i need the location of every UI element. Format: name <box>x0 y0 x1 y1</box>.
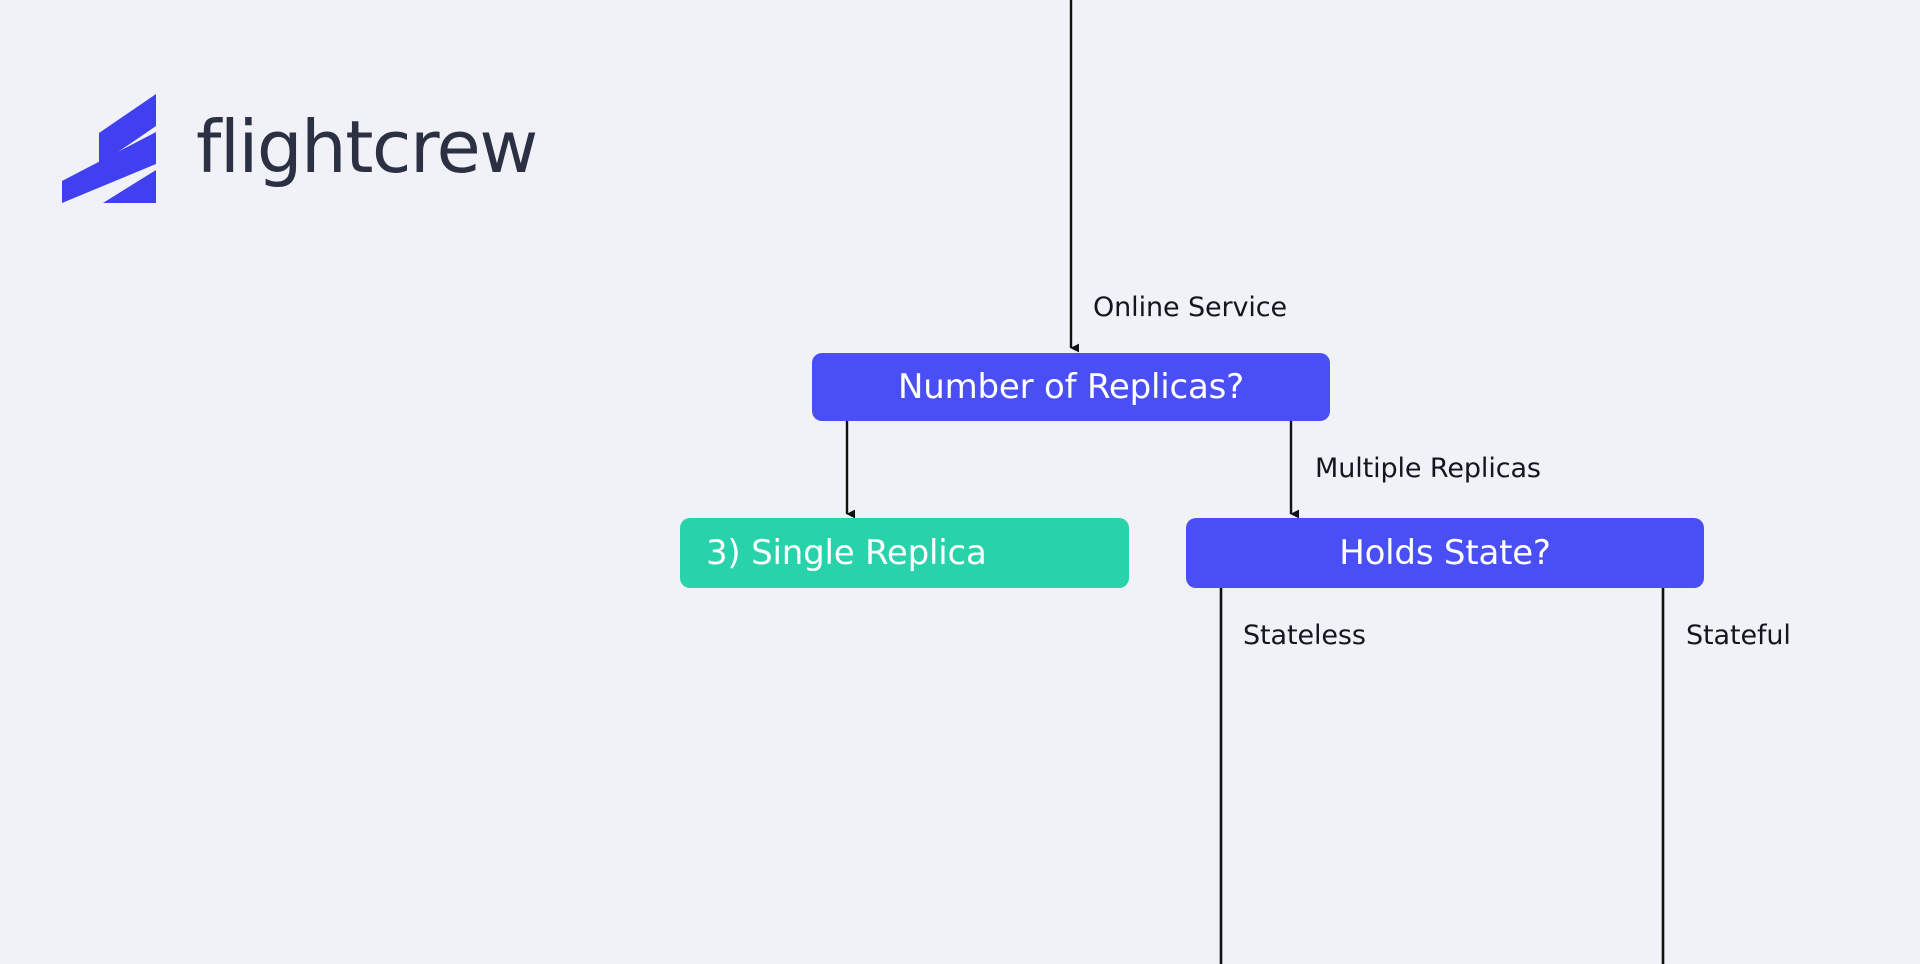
edge-label-stateful: Stateful <box>1686 620 1791 651</box>
edge-label-multiple-replicas: Multiple Replicas <box>1315 453 1541 484</box>
flightcrew-wordmark: flightcrew <box>196 105 538 189</box>
node-number-of-replicas[interactable]: Number of Replicas? <box>812 353 1330 421</box>
flightcrew-chevron-mark <box>62 94 156 203</box>
edge-label-stateless: Stateless <box>1243 620 1366 651</box>
node-label: 3) Single Replica <box>706 533 987 573</box>
edge-label-online-service: Online Service <box>1093 292 1288 323</box>
node-label: Holds State? <box>1339 533 1551 573</box>
node-single-replica[interactable]: 3) Single Replica <box>680 518 1129 588</box>
node-label: Number of Replicas? <box>898 367 1244 407</box>
flightcrew-logo: flightcrew <box>40 52 652 242</box>
node-holds-state[interactable]: Holds State? <box>1186 518 1704 588</box>
